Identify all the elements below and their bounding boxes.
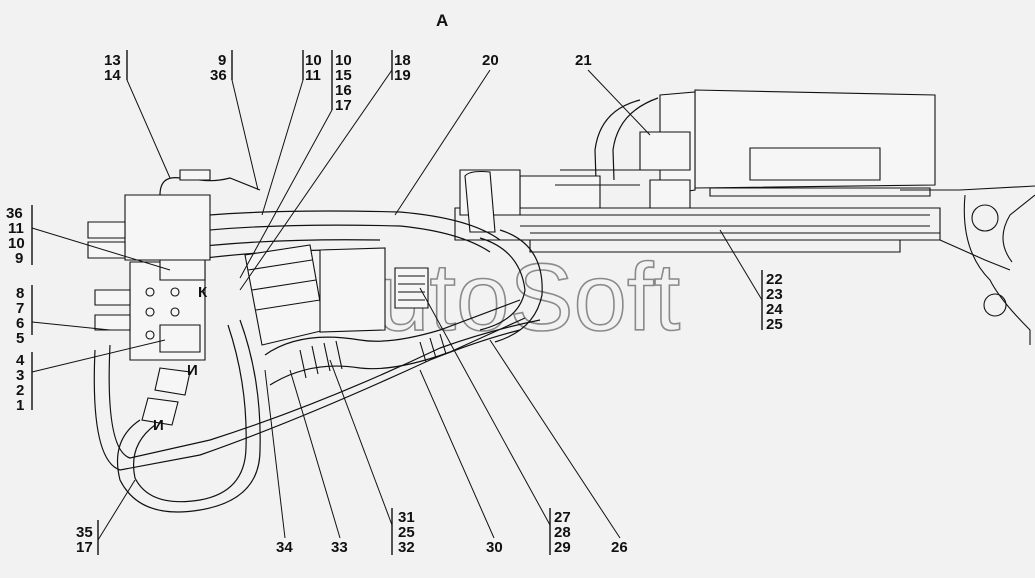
callout-line: 36 <box>210 67 227 84</box>
callout-line: 34 <box>276 539 293 556</box>
callout-27-28-29: 27 28 29 <box>554 509 571 556</box>
callout-line: 7 <box>16 300 24 317</box>
callout-line: 26 <box>611 539 628 556</box>
callout-36-11-10-9: 36 11 10 9 <box>6 205 25 267</box>
callout-line: 19 <box>394 67 411 84</box>
callout-line: 16 <box>335 82 352 99</box>
callout-line: 10 <box>335 52 352 69</box>
leader-lines <box>31 69 763 541</box>
callout-line: 11 <box>8 220 24 237</box>
callout-line: 9 <box>15 250 23 267</box>
callout-line: 2 <box>16 382 24 399</box>
callout-line: 10 <box>305 52 322 69</box>
callout-10-11: 10 11 <box>305 52 322 84</box>
callout-line: 25 <box>398 524 415 541</box>
callout-line: 28 <box>554 524 571 541</box>
callout-line: 35 <box>76 524 93 541</box>
callout-line: 32 <box>398 539 415 556</box>
callout-line: 1 <box>16 397 24 414</box>
callout-18-19: 18 19 <box>394 52 411 84</box>
callout-line: 27 <box>554 509 571 526</box>
callout-line: 5 <box>16 330 24 347</box>
callout-line: 30 <box>486 539 503 556</box>
callout-4-3-2-1: 4 3 2 1 <box>16 352 25 414</box>
callout-line: 8 <box>16 285 24 302</box>
callout-10-15-16-17: 10 15 16 17 <box>335 52 352 114</box>
callout-13-14: 13 14 <box>104 52 121 84</box>
callout-line: 4 <box>16 352 25 369</box>
callout-line: 20 <box>482 52 499 69</box>
callout-line: 6 <box>16 315 24 332</box>
callout-bars <box>31 50 763 555</box>
callout-26: 26 <box>611 539 628 556</box>
annotation-i-upper: И <box>187 362 198 379</box>
callout-line: 31 <box>398 509 415 526</box>
callout-line: 9 <box>218 52 226 69</box>
callout-8-7-6-5: 8 7 6 5 <box>16 285 24 347</box>
callout-21: 21 <box>575 52 592 69</box>
callout-22-23-24-25: 22 23 24 25 <box>766 271 783 333</box>
callout-line: 23 <box>766 286 783 303</box>
callout-line: 17 <box>76 539 93 556</box>
callout-line: 29 <box>554 539 571 556</box>
callout-line: 11 <box>305 67 321 84</box>
annotation-i-lower: И <box>153 417 164 434</box>
callout-line: 36 <box>6 205 23 222</box>
callout-line: 17 <box>335 97 352 114</box>
callout-line: 22 <box>766 271 783 288</box>
callout-line: 24 <box>766 301 783 318</box>
drawing-lines <box>87 89 1035 513</box>
callout-20: 20 <box>482 52 499 69</box>
view-title: А <box>436 11 448 30</box>
callout-31-25-32: 31 25 32 <box>398 509 415 556</box>
callout-line: 10 <box>8 235 25 252</box>
annotation-k: К <box>198 284 208 301</box>
callout-9-36: 9 36 <box>210 52 227 84</box>
callout-line: 21 <box>575 52 592 69</box>
callout-line: 13 <box>104 52 121 69</box>
callout-line: 3 <box>16 367 24 384</box>
callout-30: 30 <box>486 539 503 556</box>
callout-line: 14 <box>104 67 121 84</box>
callout-35-17: 35 17 <box>76 524 93 556</box>
callout-line: 15 <box>335 67 352 84</box>
callout-line: 18 <box>394 52 411 69</box>
callout-line: 25 <box>766 316 783 333</box>
callout-line: 33 <box>331 539 348 556</box>
callout-34: 34 <box>276 539 293 556</box>
callout-33: 33 <box>331 539 348 556</box>
